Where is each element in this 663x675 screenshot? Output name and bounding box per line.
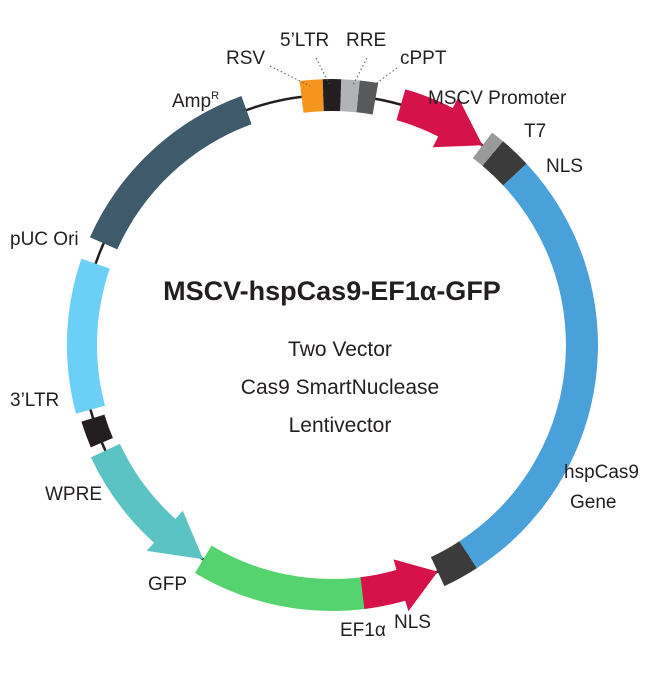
leader-rsv: [269, 65, 311, 87]
feature-hspcas9: [459, 163, 598, 569]
feature-5ltr: [322, 79, 342, 112]
feature-rre: [340, 79, 360, 113]
subtitle-line-3: Lentivector: [289, 414, 392, 437]
label-3ltr: 3’LTR: [10, 390, 59, 411]
feature-mscv-promoter-arrow: [396, 89, 483, 148]
feature-rsv: [299, 79, 324, 113]
label-rre: RRE: [346, 30, 386, 51]
label-ef1a: EF1α: [340, 620, 386, 641]
subtitle-line-1: Two Vector: [288, 338, 392, 361]
label-hspcas9-line2: Gene: [570, 492, 616, 513]
label-ampr: AmpR: [172, 90, 219, 112]
label-cppt: cPPT: [400, 48, 447, 69]
label-hspcas9-line1: hspCas9: [564, 462, 639, 483]
leader-rre: [352, 57, 368, 86]
feature-gfp: [195, 545, 369, 611]
label-ampr-superscript: R: [211, 90, 219, 102]
label-ampr-text: Amp: [172, 91, 211, 112]
feature-3ltr: [81, 414, 113, 448]
feature-t7: [472, 132, 503, 166]
feature-nls-bottom: [430, 541, 477, 587]
subtitle-line-2: Cas9 SmartNuclease: [241, 376, 439, 399]
feature-nls-top: [482, 141, 527, 186]
feature-cppt: [356, 80, 379, 115]
label-puc-ori: pUC Ori: [10, 229, 79, 250]
feature-wpre-arrow: [90, 443, 204, 560]
label-rsv: RSV: [226, 48, 265, 69]
feature-puc-ori: [66, 258, 110, 414]
leader-cppt: [369, 67, 398, 89]
label-nls-bottom: NLS: [394, 612, 431, 633]
label-mscv-promoter: MSCV Promoter: [428, 88, 567, 109]
plasmid-title: MSCV-hspCas9-EF1α-GFP: [163, 276, 501, 306]
feature-ef1a-arrow: [360, 559, 438, 612]
leader-5ltr: [315, 57, 331, 86]
label-t7: T7: [524, 121, 546, 142]
feature-ampr: [89, 96, 252, 250]
label-wpre: WPRE: [45, 484, 102, 505]
label-5ltr: 5’LTR: [280, 30, 329, 51]
leader-lines: [269, 57, 398, 89]
label-nls-top: NLS: [546, 156, 583, 177]
label-gfp: GFP: [148, 574, 187, 595]
